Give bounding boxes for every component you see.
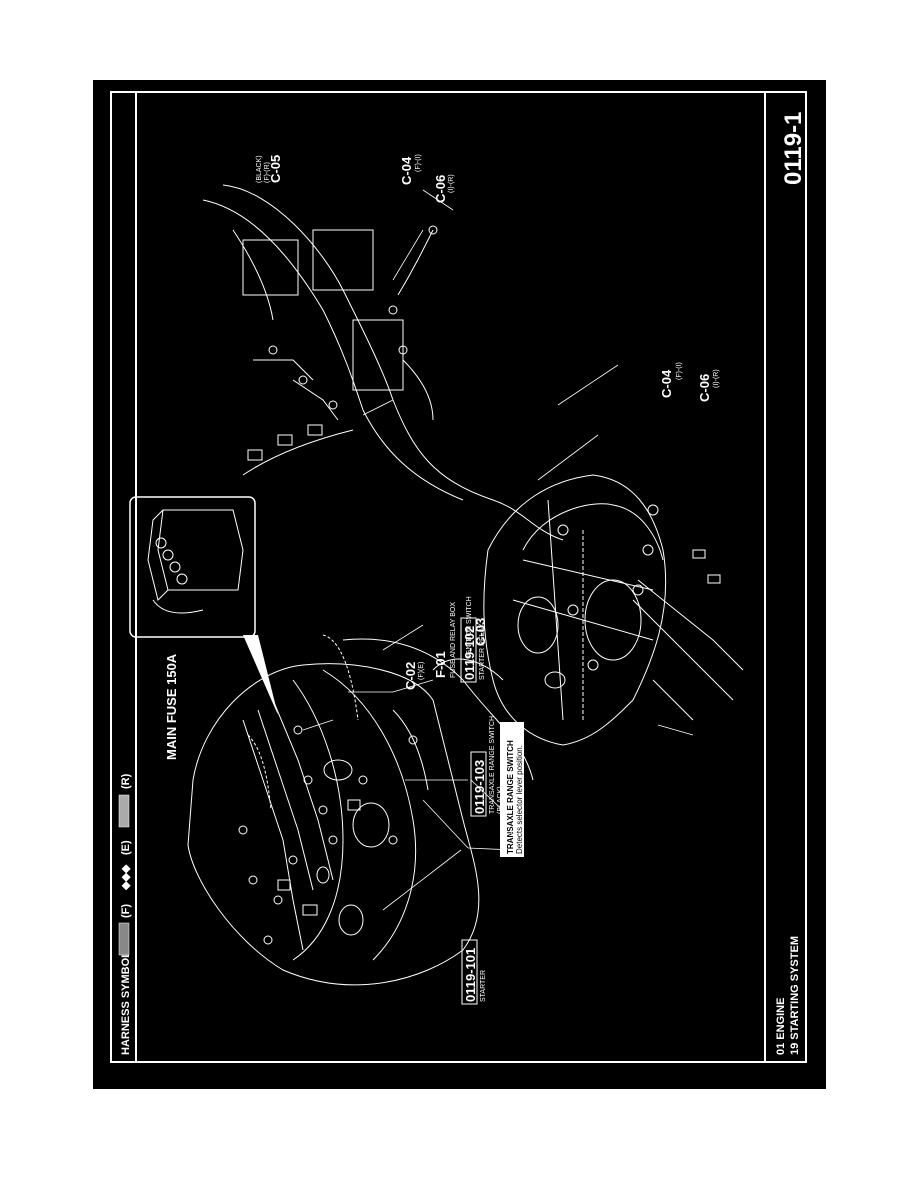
tr-sub: (BLACK)	[497, 786, 504, 814]
battery-inset	[129, 496, 256, 638]
page-code: 0119-1	[780, 112, 807, 185]
starter-relay-code: 0119-102	[462, 626, 477, 680]
ground-mark: G	[511, 830, 518, 835]
starter-relay-box	[460, 617, 477, 683]
c06-upper-sub: (I)-(R)	[448, 174, 455, 193]
starter-relay-desc: STARTER RELAY	[479, 623, 486, 680]
c04-lower-label: C-04	[659, 369, 674, 398]
c06-upper-label: C-06	[433, 175, 448, 203]
symbol-r-label: (R)	[120, 773, 132, 789]
harness-symbol-label: HARNESS SYMBOL :	[120, 945, 132, 1055]
c05-sub1: (BLACK)	[256, 155, 263, 183]
tr-code-box	[470, 751, 487, 817]
symbol-f-label: (F)	[120, 904, 132, 918]
tr-box-desc: Detects selector lever position.	[515, 745, 524, 854]
starter-code-box	[461, 939, 478, 1005]
cabin-interior-sketch	[483, 474, 744, 746]
sheet-border	[110, 91, 807, 1063]
c04-upper-label: C-04	[399, 156, 414, 185]
c06-lower-sub: (I)-(R)	[713, 369, 720, 388]
ignition-switch-desc: IGNITION SWITCH	[466, 596, 473, 657]
tr-desc: TRANSAXLE RANGE SWITCH	[489, 716, 496, 814]
diagram-sheet: HARNESS SYMBOL : (F) ◆◆◆ (E) (R) 01 ENGI…	[93, 80, 826, 1089]
wiring-diagram: HARNESS SYMBOL : (F) ◆◆◆ (E) (R) 01 ENGI…	[110, 91, 807, 1063]
inset-pointer	[243, 635, 278, 715]
c06-lower-label: C-06	[697, 374, 712, 402]
tr-box-title: TRANSAXLE RANGE SWITCH	[506, 740, 515, 854]
c05-label: C-05	[268, 155, 283, 183]
footer-section-line2: 19 STARTING SYSTEM	[789, 936, 801, 1055]
symbol-e-label: (E)	[120, 840, 132, 855]
symbol-f-swatch	[118, 922, 130, 956]
ground-symbol	[506, 825, 520, 839]
f01-desc: FUSE AND RELAY BOX	[450, 602, 457, 678]
starter-desc: STARTER	[480, 970, 487, 1002]
callout-lines	[302, 189, 694, 911]
footer-section-line1: 01 ENGINE	[775, 998, 787, 1055]
f01-label: F-01	[433, 651, 448, 678]
tr-desc-box	[500, 722, 524, 857]
engine-bay-sketch	[187, 634, 534, 986]
c02-sub: (F)(E)	[418, 662, 425, 680]
c04-upper-sub: (F)-(I)	[415, 154, 422, 172]
symbol-r-swatch	[118, 794, 130, 828]
c03-label: C-03	[473, 618, 488, 646]
starter-code: 0119-101	[463, 948, 478, 1002]
c02-label: C-02	[403, 662, 418, 690]
main-fuse-label: MAIN FUSE 150A	[164, 653, 179, 760]
c04-lower-sub: (F)-(I)	[676, 362, 683, 380]
door-harness-sketch	[202, 184, 564, 541]
symbol-e-swatch: ◆◆◆	[120, 864, 132, 891]
tr-code: 0119-103	[472, 760, 487, 814]
c05-sub2: (F)-(R)	[264, 162, 271, 183]
